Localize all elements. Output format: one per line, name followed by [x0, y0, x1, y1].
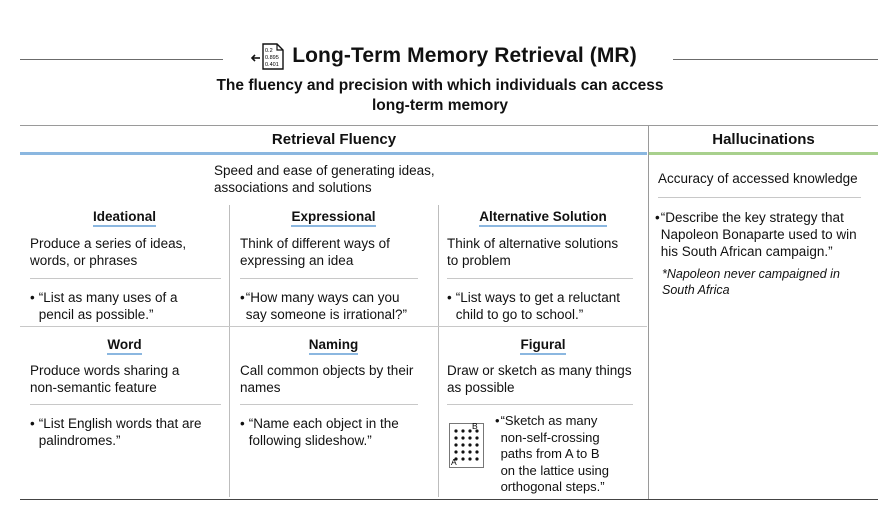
cell-example-figural: • “Sketch as many non-self-crossing path… — [495, 413, 609, 494]
column-heading-hallucinations: Hallucinations — [712, 131, 815, 148]
lattice-dot — [475, 450, 479, 454]
lattice-dot — [461, 450, 465, 454]
lattice-dot — [454, 457, 458, 461]
hallucinations-accent-rule — [649, 152, 878, 155]
lattice-dot — [475, 436, 479, 440]
cell-sep-alternative-solution — [447, 278, 633, 279]
lattice-dot — [454, 443, 458, 447]
cell-title-alternative-solution: Alternative Solution — [438, 209, 648, 227]
svg-text:0.2: 0.2 — [265, 48, 273, 54]
lattice-dot — [454, 450, 458, 454]
lattice-dot — [475, 443, 479, 447]
lattice-dot — [461, 436, 465, 440]
lattice-dot — [461, 429, 465, 433]
lattice-dot — [468, 436, 472, 440]
column-divider — [648, 125, 649, 499]
cell-title-naming: Naming — [229, 337, 438, 355]
cell-sep-expressional — [240, 278, 418, 279]
page-subtitle: The fluency and precision with which ind… — [216, 77, 664, 114]
title-rule-left — [20, 59, 223, 60]
lattice-dot — [468, 429, 472, 433]
title-rule-right — [673, 59, 878, 60]
column-heading-fluency: Retrieval Fluency — [271, 131, 397, 148]
row-divider — [20, 326, 647, 327]
lattice-dot — [475, 429, 479, 433]
fluency-accent-rule — [20, 152, 647, 155]
cell-sep-figural — [447, 404, 633, 405]
table-bottom-rule — [20, 499, 878, 500]
lattice-diagram: B A — [449, 421, 484, 468]
lattice-dot — [468, 450, 472, 454]
hallucinations-note: *Napoleon never campaigned in South Afri… — [662, 267, 840, 297]
lattice-dot — [475, 457, 479, 461]
cell-sep-ideational — [30, 278, 221, 279]
hallucinations-description: Accuracy of accessed knowledge — [658, 171, 858, 186]
cell-title-expressional: Expressional — [229, 209, 438, 227]
lattice-label-a: A — [451, 457, 457, 467]
hallucinations-sep — [658, 197, 861, 198]
title-bar: 0.2 0.895 0.401 Long-Term Memory Retriev… — [0, 38, 887, 74]
table-top-rule — [20, 125, 878, 126]
lattice-dot — [461, 457, 465, 461]
svg-text:0.401: 0.401 — [265, 62, 279, 68]
data-file-icon: 0.2 0.895 0.401 — [251, 43, 284, 70]
cell-desc-ideational: Produce a series of ideas,words, or phra… — [30, 236, 187, 268]
cell-sep-word — [30, 404, 221, 405]
cell-title-ideational: Ideational — [20, 209, 229, 227]
cell-title-figural: Figural — [438, 337, 648, 355]
hallucinations-example: • “Describe the key strategy that Napole… — [655, 210, 857, 259]
page-title: Long-Term Memory Retrieval (MR) — [292, 44, 637, 67]
cell-divider-2 — [438, 205, 439, 497]
lattice-dot — [454, 429, 458, 433]
svg-text:0.895: 0.895 — [265, 55, 279, 61]
lattice-dot — [454, 436, 458, 440]
cell-sep-naming — [240, 404, 418, 405]
lattice-dot — [468, 443, 472, 447]
cell-divider-1 — [229, 205, 230, 497]
lattice-dot — [468, 457, 472, 461]
lattice-dot — [461, 443, 465, 447]
fluency-description: Speed and ease of generating ideas, asso… — [214, 163, 435, 195]
lattice-label-b: B — [472, 421, 478, 431]
cell-title-word: Word — [20, 337, 229, 355]
